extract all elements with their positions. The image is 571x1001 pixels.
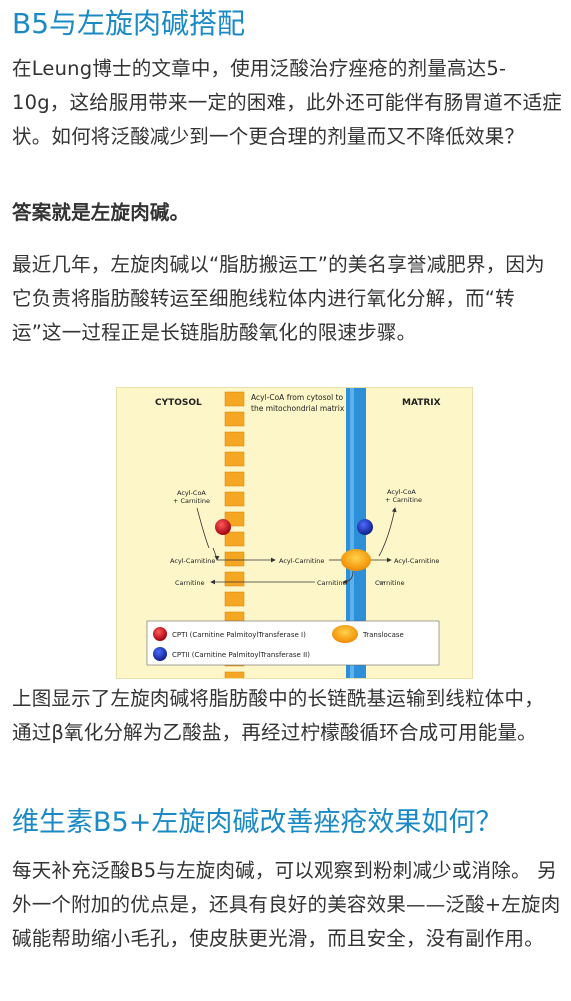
membrane-block [224,591,245,607]
legend-cpt2-marker [153,647,167,661]
membrane-block [224,571,245,587]
translocase [341,549,371,571]
legend-cpt1-text: CPTI (Carnitine PalmitoylTransferase I) [172,631,306,639]
membrane-block [224,471,245,487]
legend-translocase-marker [332,625,358,643]
membrane-block [224,411,245,427]
legend-cpt2-text: CPTII (Carnitine PalmitoylTransferase II… [172,651,310,659]
membrane-block [224,511,245,527]
cpt2-enzyme [357,519,373,535]
diagram-legend [146,620,440,666]
carnitine-left: Carnitine [175,579,204,587]
diagram-header-line1: Acyl-CoA from cytosol to [251,393,344,402]
acyl-carnitine-left: Acyl-Carnitine [170,557,215,565]
section-title-b5-carnitine: B5与左旋肉碱搭配 [12,7,246,40]
cytosol-label: CYTOSOL [155,398,202,408]
membrane-block [224,531,245,547]
matrix-label: MATRIX [402,398,441,408]
right-acyl-coa: Acyl-CoA [387,488,416,496]
legend-cpt1-marker [153,627,167,641]
carnitine-right: Carnitine [375,579,404,587]
legend-translocase-text: Translocase [362,631,404,639]
membrane-block [224,431,245,447]
section-title-effect: 维生素B5+左旋肉碱改善痤疮效果如何？ [12,807,503,838]
membrane-block [224,391,245,407]
outer-membrane [224,391,245,678]
membrane-block [224,451,245,467]
carnitine-mid: Carnitine [317,579,346,587]
left-carnitine: + Carnitine [173,497,210,505]
effect-paragraph: 每天补充泛酸B5与左旋肉碱，可以观察到粉刺减少或消除。 另外一个附加的优点是，还… [12,859,561,950]
carnitine-shuttle-diagram: CYTOSOL MATRIX Acyl-CoA from cytosol to … [116,387,473,679]
diagram-header-line2: the mitochondrial matrix [251,404,345,413]
membrane-block [224,551,245,567]
carnitine-paragraph: 最近几年，左旋肉碱以“脂肪搬运工”的美名享誉减肥界，因为它负责将脂肪酸转运至细胞… [12,253,545,344]
membrane-block [224,491,245,507]
acyl-carnitine-mid: Acyl-Carnitine [279,557,324,565]
cpt1-enzyme [215,519,231,535]
left-acyl-coa: Acyl-CoA [177,489,206,497]
answer-heading: 答案就是左旋肉碱。 [12,201,190,224]
intro-paragraph: 在Leung博士的文章中，使用泛酸治疗痤疮的剂量高达5-10g，这给服用带来一定… [12,57,562,148]
membrane-block [224,671,245,678]
diagram-caption: 上图显示了左旋肉碱将脂肪酸中的长链酰基运输到线粒体中，通过β氧化分解为乙酸盐，再… [12,687,544,744]
acyl-carnitine-right: Acyl-Carnitine [394,557,439,565]
right-carnitine: + Carnitine [385,496,422,504]
